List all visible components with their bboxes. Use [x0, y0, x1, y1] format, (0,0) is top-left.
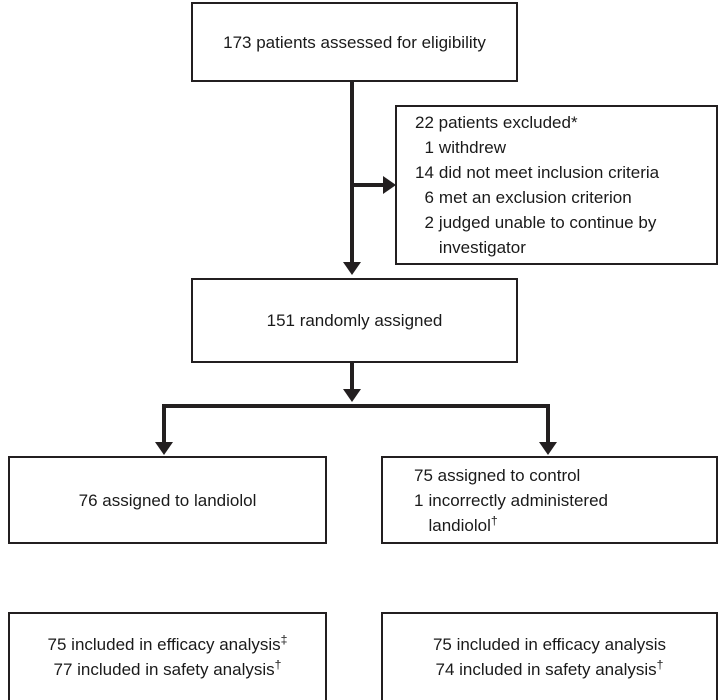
allocation-control-note-text: incorrectly administered landiolol [428, 490, 608, 535]
node-enrollment-label: 173 patients assessed for eligibility [223, 32, 486, 52]
footnote-marker-dagger: † [490, 512, 498, 527]
allocation-control-note-list: 1 incorrectly administered landiolol† [414, 488, 608, 538]
excluded-reason-list: 1 withdrew 14 did not meet inclusion cri… [415, 135, 659, 260]
analysis-control-safety-text: 74 included in safety analysis [435, 660, 657, 679]
arrowhead-allocation-left [155, 442, 173, 455]
analysis-landiolol-efficacy: 75 included in efficacy analysis‡ [48, 632, 288, 657]
node-analysis-control-content: 75 included in efficacy analysis 74 incl… [433, 632, 666, 682]
excluded-reason-label: withdrew [438, 138, 507, 157]
node-excluded-content: 22 patients excluded* 1 withdrew 14 did … [415, 110, 659, 260]
excluded-reason-label: judged unable to continue by investigato… [438, 213, 657, 257]
connector-enrollment-to-randomized [350, 82, 354, 268]
node-enrollment: 173 patients assessed for eligibility [191, 2, 518, 82]
excluded-reason-label: did not meet inclusion criteria [438, 163, 660, 182]
footnote-marker-double-dagger: ‡ [280, 632, 288, 647]
analysis-control-safety: 74 included in safety analysis† [433, 657, 666, 682]
excluded-reason-count: 1 [424, 138, 434, 157]
node-allocation-landiolol-label: 76 assigned to landiolol [78, 490, 257, 510]
excluded-reason-item: 1 withdrew [415, 135, 659, 160]
arrowhead-excluded [383, 176, 396, 194]
node-randomized-label: 151 randomly assigned [266, 311, 443, 330]
connector-to-excluded [352, 183, 385, 187]
excluded-reason-item: 2 judged unable to continue by investiga… [415, 210, 659, 260]
node-allocation-control-label: 75 assigned to control [414, 465, 581, 485]
connector-allocation-bar [162, 404, 550, 408]
analysis-control-efficacy-text: 75 included in efficacy analysis [432, 635, 667, 654]
arrowhead-randomized [343, 262, 361, 275]
analysis-landiolol-efficacy-text: 75 included in efficacy analysis [47, 635, 281, 654]
node-analysis-control: 75 included in efficacy analysis 74 incl… [381, 612, 718, 700]
excluded-reason-item: 14 did not meet inclusion criteria [415, 160, 659, 185]
allocation-control-note-label: incorrectly administered landiolol† [428, 488, 608, 538]
footnote-marker-dagger: † [274, 657, 282, 672]
node-allocation-control-content: 75 assigned to control 1 incorrectly adm… [414, 463, 608, 538]
excluded-reason-item: 6 met an exclusion criterion [415, 185, 659, 210]
node-excluded: 22 patients excluded* 1 withdrew 14 did … [395, 105, 718, 265]
connector-randomized-down [350, 363, 354, 391]
arrowhead-allocation-right [539, 442, 557, 455]
excluded-reason-count: 6 [424, 188, 434, 207]
node-analysis-landiolol-content: 75 included in efficacy analysis‡ 77 inc… [48, 632, 288, 682]
analysis-landiolol-safety: 77 included in safety analysis† [48, 657, 288, 682]
footnote-marker-dagger: † [656, 657, 664, 672]
connector-to-allocation-left [162, 404, 166, 446]
excluded-reason-count: 2 [424, 213, 434, 232]
node-allocation-landiolol: 76 assigned to landiolol [8, 456, 327, 544]
excluded-reason-label: met an exclusion criterion [438, 188, 632, 207]
node-analysis-landiolol: 75 included in efficacy analysis‡ 77 inc… [8, 612, 327, 700]
excluded-reason-count: 14 [415, 163, 434, 182]
arrowhead-split [343, 389, 361, 402]
analysis-landiolol-safety-text: 77 included in safety analysis [53, 660, 275, 679]
allocation-control-note-item: 1 incorrectly administered landiolol† [414, 488, 608, 538]
node-allocation-control: 75 assigned to control 1 incorrectly adm… [381, 456, 718, 544]
node-excluded-heading: 22 patients excluded* [415, 113, 578, 132]
connector-to-allocation-right [546, 404, 550, 446]
analysis-control-efficacy: 75 included in efficacy analysis [433, 632, 666, 657]
allocation-control-note-count: 1 [414, 490, 424, 510]
node-randomized: 151 randomly assigned [191, 278, 518, 363]
